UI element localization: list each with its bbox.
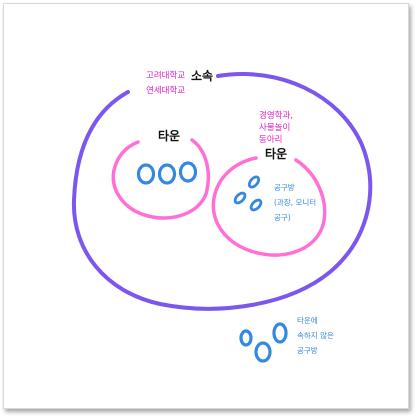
group-oval-small xyxy=(247,175,261,189)
outside-group-oval xyxy=(272,322,288,344)
town-right-org-label: 동아리 xyxy=(259,134,282,145)
affiliation-title: 소속 xyxy=(191,69,213,83)
town-right-group-note: (과장, 모니터 xyxy=(274,197,316,207)
town-right-org-label: 사물놀이 xyxy=(259,122,290,133)
outside-group-oval xyxy=(254,341,272,363)
canvas-frame xyxy=(3,3,409,409)
town-right-boundary xyxy=(211,156,327,257)
affiliation-org-label: 연세대학교 xyxy=(146,85,185,96)
group-oval xyxy=(178,161,198,183)
group-oval-small xyxy=(249,198,263,212)
outside-group-note: 공구방 xyxy=(297,345,318,355)
town-right-group-note: 공구방 xyxy=(274,182,295,192)
group-oval xyxy=(157,163,177,185)
town-right-title: 타운 xyxy=(265,146,287,161)
affiliation-boundary xyxy=(71,72,373,311)
group-oval xyxy=(136,163,156,185)
town-right-group-note: 공구) xyxy=(274,213,291,222)
group-oval-small xyxy=(233,191,247,205)
outside-group-oval xyxy=(239,329,253,347)
affiliation-org-label: 고려대학교 xyxy=(146,70,185,81)
outside-group-note: 타운에 xyxy=(297,316,318,325)
outside-group-note: 속하지 않은 xyxy=(297,330,334,340)
town-left-title: 타운 xyxy=(158,128,180,143)
town-right-org-label: 경영학과, xyxy=(259,110,293,121)
town-left-boundary xyxy=(111,138,211,220)
